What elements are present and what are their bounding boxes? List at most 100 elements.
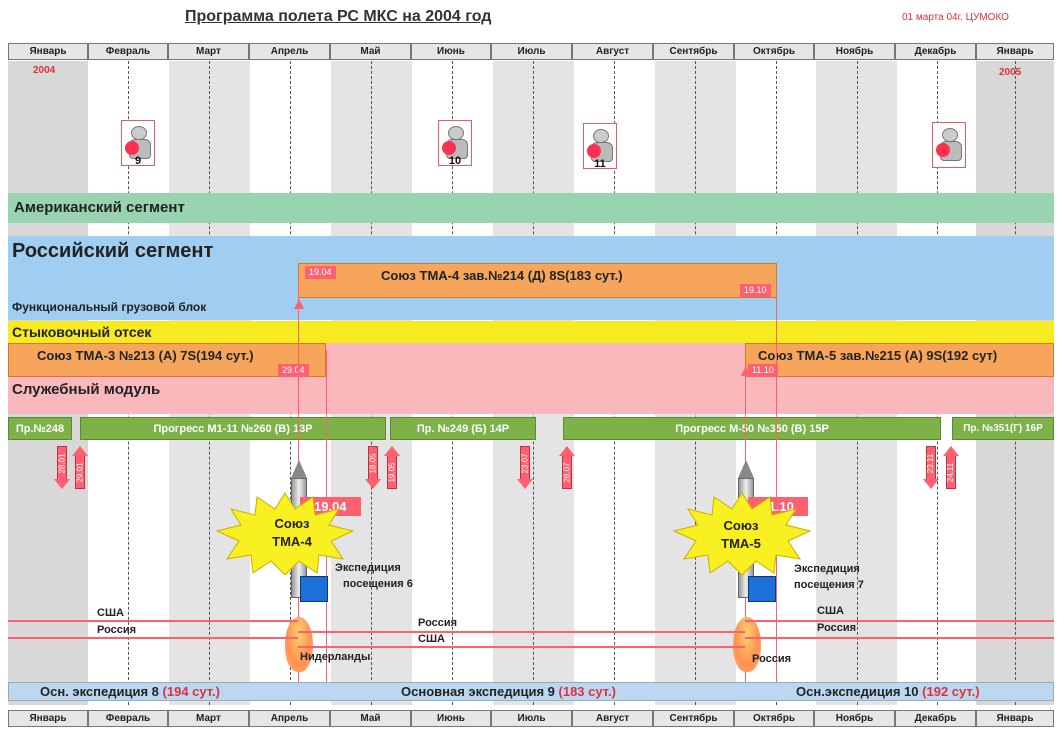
expedition-name: Основная экспедиция 9 [401,684,555,699]
arrow-date: 18.05 [368,452,378,474]
expedition-label: Осн.экспедиция 10 (192 сут.) [796,684,980,699]
arrow-date: 28.07 [562,461,572,483]
date-tag: 11.10 [748,364,778,377]
astronaut-icon [942,128,958,142]
american-segment-band [8,193,1054,223]
launch-ship: Союз [274,516,310,531]
month-cell: Март [168,710,249,727]
month-cell: Январь [8,710,88,727]
crew-emblem: 11 [583,123,617,170]
visit-expedition-label: Экспедиция [794,563,860,575]
country-label: США [418,633,445,645]
month-cell: Февраль [88,710,168,727]
soyuz-tma3-label: Союз ТМА-3 №213 (А) 7S(194 сут.) [37,348,254,363]
crew-line [745,620,1054,622]
month-cell: Апрель [249,43,330,60]
arrow-date: 24.11 [946,462,956,482]
crew-line [298,646,745,648]
arrow-date: 29.01 [75,461,85,483]
crew-line [298,631,745,633]
arrow-up-icon [741,366,751,376]
spacecraft-module-icon [300,576,328,602]
arrow-up-icon [384,446,400,456]
month-cell: Июнь [411,43,491,60]
date-tag: 29.04 [278,364,309,377]
arrow-down-icon [923,479,939,489]
month-cell: Июнь [411,710,491,727]
soyuz-tma5-bar: Союз ТМА-5 зав.№215 (А) 9S(192 сут) [745,343,1054,377]
american-segment-label: Американский сегмент [14,199,185,216]
month-cell: Сентябрь [653,43,734,60]
month-cell: Сентябрь [653,710,734,727]
country-label: Россия [817,622,857,634]
fgb-label: Функциональный грузовой блок [12,300,207,314]
arrow-date: 23.07 [520,452,530,474]
month-cell: Декабрь [895,43,976,60]
crew-emblem: 10 [438,120,472,167]
month-cell: Июль [491,43,572,60]
soyuz-tma5-starburst [672,492,812,575]
month-cell: Ноябрь [814,43,895,60]
expedition-days: (194 сут.) [162,684,220,699]
russian-segment-label: Российский сегмент [12,240,214,262]
docking-compartment-band [8,321,1054,343]
year-start-label: 2004 [33,65,56,76]
progress-bar: Пр. №351(Г) 16Р [952,417,1054,440]
landing-guide-line [776,290,777,682]
rocket-flame-icon [733,617,761,672]
crew-number: 11 [594,158,606,170]
progress-bar: Пр.№248 [8,417,72,440]
expedition-days: (183 сут.) [558,684,616,699]
arrow-down-icon [365,479,381,489]
crew-number: 9 [134,155,142,167]
soyuz-tma4-starburst [215,492,355,575]
month-cell: Январь [8,43,88,60]
country-label: Россия [418,617,458,629]
expedition-label: Основная экспедиция 9 (183 сут.) [401,684,616,699]
visit-expedition-label: Экспедиция [335,562,401,574]
arrow-date: 23.11 [926,453,936,473]
arrow-date: 28.01 [57,452,67,474]
astronaut-icon [131,126,147,140]
page-title: Программа полета РС МКС на 2004 год [185,8,492,25]
progress-bar: Пр. №249 (Б) 14Р [390,417,536,440]
country-label: США [97,607,124,619]
arrow-up-icon [559,446,575,456]
expedition-label: Осн. экспедиция 8 (194 сут.) [40,684,220,699]
launch-model: ТМА-5 [721,536,761,551]
visit-expedition-label: посещения 6 [343,578,413,590]
month-cell: Май [330,43,411,60]
crew-line [8,637,298,639]
date-tag: 19.04 [305,266,336,279]
month-cell: Январь [976,43,1054,60]
main-expedition-bar [8,682,1054,701]
country-label: Россия [752,653,792,665]
arrow-down-icon [54,479,70,489]
month-header-top: Январь Февраль Март Апрель Май Июнь Июль… [8,43,1054,60]
crew-line [8,620,298,622]
expedition-name: Осн. экспедиция 8 [40,684,159,699]
month-cell: Октябрь [734,710,814,727]
rocket-flame-icon [285,617,313,672]
month-cell: Январь [976,710,1054,727]
arrow-date: 19.05 [387,461,397,483]
expedition-name: Осн.экспедиция 10 [796,684,919,699]
country-label: Нидерланды [300,651,371,663]
crew-emblem [932,122,966,168]
crew-emblem: 9 [121,120,155,167]
month-cell: Ноябрь [814,710,895,727]
month-cell: Декабрь [895,710,976,727]
docking-compartment-label: Стыковочный отсек [12,324,152,340]
soyuz-tma5-label: Союз ТМА-5 зав.№215 (А) 9S(192 сут) [758,348,998,363]
month-cell: Март [168,43,249,60]
soyuz-tma4-bar: Союз ТМА-4 зав.№214 (Д) 8S(183 сут.) [298,263,777,298]
month-cell: Апрель [249,710,330,727]
crew-number: 10 [448,155,462,167]
soyuz-tma3-bar: Союз ТМА-3 №213 (А) 7S(194 сут.) [8,343,326,377]
astronaut-icon [448,126,464,140]
year-end-label: 2005 [999,67,1022,78]
date-tag: 19.10 [740,284,771,297]
month-cell: Август [572,710,653,727]
soyuz-tma4-label: Союз ТМА-4 зав.№214 (Д) 8S(183 сут.) [381,268,623,283]
month-cell: Февраль [88,43,168,60]
